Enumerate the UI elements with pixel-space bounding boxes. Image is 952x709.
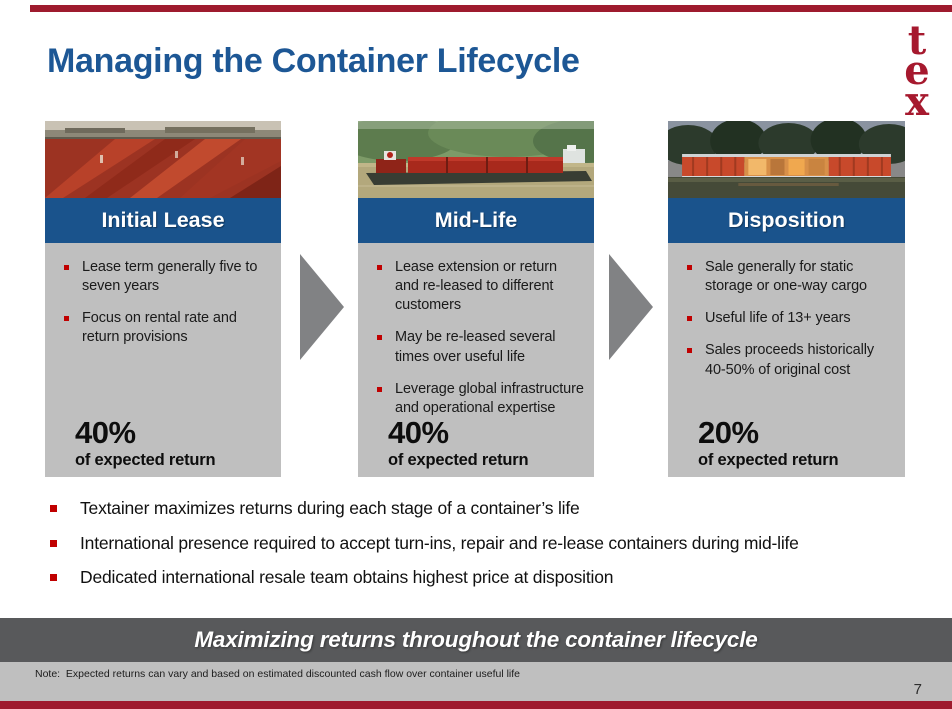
stage-body-disposition: Sale generally for static storage or one… [668, 243, 905, 477]
list-item: Focus on rental rate and return provisio… [62, 309, 271, 347]
bullet-square-icon [687, 265, 692, 270]
container-yard-photo [45, 121, 281, 198]
bullet-square-icon [377, 265, 382, 270]
page-number: 7 [913, 681, 922, 698]
bottom-red-rule [0, 701, 952, 709]
list-item: Textainer maximizes returns during each … [50, 498, 799, 519]
bullet-square-icon [50, 539, 57, 547]
percent-value: 20% [698, 415, 759, 450]
logo-letter-x: x [905, 77, 929, 125]
percent-value: 40% [75, 415, 136, 450]
return-share-disposition: 20% of expected return [698, 415, 839, 470]
takeaway-banner: Maximizing returns throughout the contai… [0, 618, 952, 662]
percent-label: of expected return [388, 451, 529, 469]
list-item: Lease extension or return and re-leased … [375, 258, 584, 315]
list-item: Leverage global infrastructure and opera… [375, 380, 584, 418]
return-share-initial-lease: 40% of expected return [75, 415, 216, 470]
page-title: Managing the Container Lifecycle [47, 42, 580, 80]
bullet-square-icon [377, 386, 382, 392]
list-item: Dedicated international resale team obta… [50, 567, 799, 588]
bullet-square-icon [377, 335, 382, 341]
arrow-right-icon [609, 254, 653, 360]
stage-body-mid-life: Lease extension or return and re-leased … [358, 243, 594, 477]
arrow-right-icon [300, 254, 344, 360]
stage-body-initial-lease: Lease term generally five to seven years… [45, 243, 281, 477]
list-item: Lease term generally five to seven years [62, 258, 271, 296]
slide-footer: Note: Expected returns can vary and base… [0, 662, 952, 701]
stage-initial-lease: Initial Lease Lease term generally five … [45, 121, 281, 477]
list-item: Useful life of 13+ years [685, 309, 895, 328]
logo-letter-e: e [904, 47, 930, 95]
bullet-square-icon [687, 316, 692, 322]
summary-bullet-list: Textainer maximizes returns during each … [50, 498, 799, 588]
percent-label: of expected return [75, 451, 216, 469]
stage-mid-life: Mid-Life Lease extension or return and r… [358, 121, 594, 477]
bullet-square-icon [50, 574, 57, 581]
list-item: International presence required to accep… [50, 533, 799, 554]
bullet-square-icon [64, 265, 69, 270]
bullet-square-icon [687, 348, 692, 354]
percent-value: 40% [388, 415, 449, 450]
return-share-mid-life: 40% of expected return [388, 415, 529, 470]
list-item: May be re-leased several times over usef… [375, 328, 584, 366]
footnote: Note: Expected returns can vary and base… [35, 668, 521, 680]
logo-letter-t: t [907, 17, 927, 64]
container-barge-photo [358, 121, 594, 198]
bullet-square-icon [64, 316, 69, 322]
stage-header-disposition: Disposition [668, 198, 905, 243]
bullet-square-icon [50, 505, 57, 512]
list-item: Sales proceeds historically 40-50% of or… [685, 341, 895, 379]
percent-label: of expected return [698, 451, 839, 469]
stage-disposition: Disposition Sale generally for static st… [668, 121, 905, 477]
top-red-rule [30, 5, 952, 12]
stage-header-mid-life: Mid-Life [358, 198, 594, 243]
list-item: Sale generally for static storage or one… [685, 258, 895, 296]
stage-header-initial-lease: Initial Lease [45, 198, 281, 243]
container-house-photo [668, 121, 905, 198]
textainer-logo: t e x [896, 17, 938, 125]
